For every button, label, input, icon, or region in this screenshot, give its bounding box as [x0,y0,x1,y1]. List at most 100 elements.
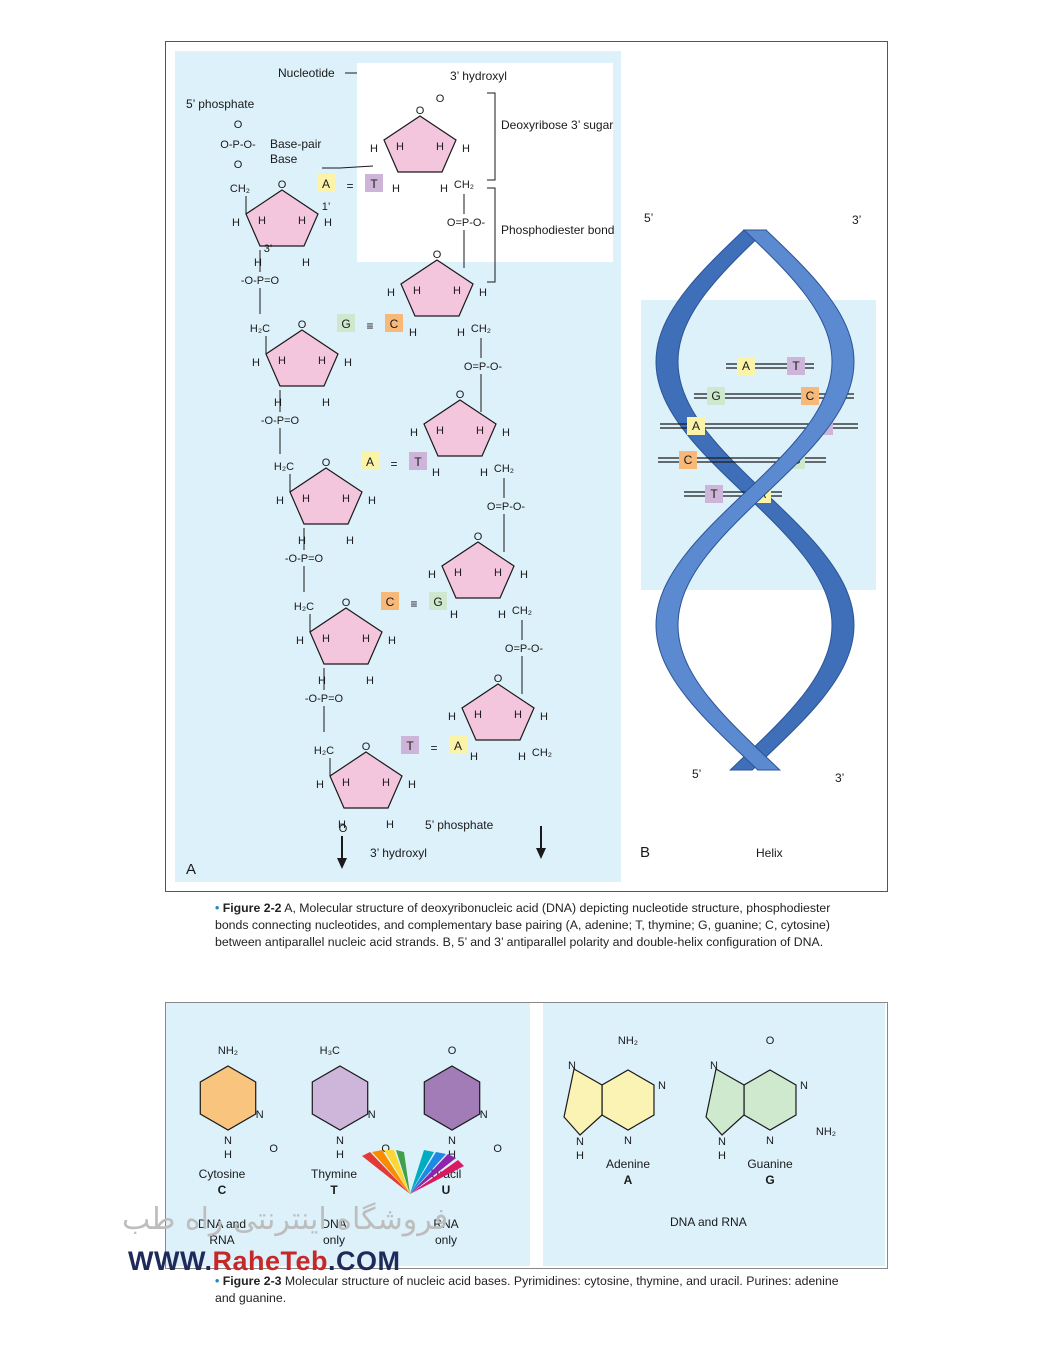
sugar-hydrogen: H [296,635,304,647]
hydrogen-bond: ≡ [410,597,417,611]
deoxyribose-ring [309,607,383,665]
base-usage: only [435,1233,457,1247]
base-box-right [409,452,427,470]
phosphate-group: O=P-O- [464,361,503,373]
helix-base-box-left [687,417,705,435]
sugar-hydrogen: H [392,183,400,195]
methylene-group: H₂C [250,323,270,335]
sugar-hydrogen: H [448,711,456,723]
base-usage: RNA [433,1217,458,1231]
base-letter: C [218,1183,227,1197]
hydrogen-bond: = [390,457,397,471]
base-usage: DNA and [198,1217,246,1231]
ring-nitrogen: N [448,1135,456,1147]
deoxyribose-ring [265,329,339,387]
sugar-hydrogen: H [520,569,528,581]
methylene-group: CH₂ [494,463,514,475]
sugar-hydrogen: H [436,141,444,153]
helix-bottom-right-3-prime: 3’ [835,771,844,785]
purine-six-ring [601,1069,655,1131]
deoxyribose-ring [245,189,319,247]
methylene-group: CH₂ [532,747,552,759]
ring-nitrogen: N [368,1109,376,1121]
carbonyl-oxygen: O [269,1143,278,1155]
watermark-site-text: WWW.RaheTeb.COM [128,1246,401,1276]
top-phosphate-group: O-P-O- [220,139,256,151]
methylene-group: CH₂ [454,179,474,191]
watermark-persian: فروشگاه اینترنتی راه طب [122,1202,449,1237]
ring-nitrogen: N [480,1109,488,1121]
ring-nitrogen: N [224,1135,232,1147]
base-box-left [337,314,355,332]
base-letter: U [442,1183,451,1197]
ring-oxygen: O [474,531,483,543]
watermark-site-part: .COM [328,1246,401,1276]
ring-nitrogen: N [658,1080,666,1092]
sugar-hydrogen: H [457,327,465,339]
base-box-right [449,736,467,754]
helix-base-letter-left: T [710,487,718,501]
hydroxyl-3-top-label: 3’ hydroxyl [450,69,507,83]
sugar-hydrogen: H [396,141,404,153]
sugar-hydrogen: H [498,609,506,621]
base-pair: G≡C [337,314,403,333]
ring-oxygen: O [322,457,331,469]
hydrogen-bond: = [346,179,353,193]
ring-nitrogen: N [336,1135,344,1147]
sugar-hydrogen: H [454,567,462,579]
ring-oxygen: O [416,105,425,117]
helix-base-letter-left: A [692,419,700,433]
base-letter-left: A [322,177,330,191]
sugar-hydrogen: H [322,397,330,409]
base-letter-right: A [454,739,462,753]
base-label: Base [270,152,298,166]
purine-five-ring [563,1068,603,1136]
base-letter: T [330,1183,338,1197]
sugar-hydrogen: H [322,633,330,645]
helix-top-right-3-prime: 3’ [852,213,861,227]
substituent-label: O [448,1045,457,1057]
helix-base-box-right [787,357,805,375]
helix-base-letter-left: C [684,453,693,467]
phosphate-5-bottom-label: 5’ phosphate [425,818,494,832]
methylene-group: H₂C [294,601,314,613]
ring-oxygen: O [456,389,465,401]
ring-nitrogen: N [576,1136,584,1148]
sugar-hydrogen: H [362,633,370,645]
phosphate-5-top-label: 5’ phosphate [186,97,255,111]
carbonyl-oxygen: O [493,1143,502,1155]
base-pair: C≡G [381,592,447,611]
sugar-hydrogen: H [302,257,310,269]
caption-bullet: • [215,901,220,915]
base-box-right [365,174,383,192]
prime-3-label: 3’ [264,243,273,255]
sugar-hydrogen: H [366,675,374,687]
ring-nitrogen: N [568,1060,576,1072]
sugar-hydrogen: H [453,285,461,297]
substituent-label: H₃C [320,1045,340,1057]
hydrogen-bond: = [430,741,437,755]
sugar-hydrogen: H [324,217,332,229]
base-name: Guanine [747,1157,793,1171]
ring-oxygen: O [494,673,503,685]
base-letter: A [624,1173,633,1187]
amino-substituent: NH₂ [816,1126,836,1138]
phosphate-group: -O-P=O [305,693,344,705]
pyrimidine-ring [311,1065,369,1131]
caption-text: A, Molecular structure of deoxyribonucle… [215,901,831,949]
methylene-group: H₂C [274,461,294,473]
helix-base-letter-left: G [711,389,720,403]
pyrimidine-ring [199,1065,257,1131]
base-box-left [317,174,335,192]
sugar-hydrogen: H [258,215,266,227]
